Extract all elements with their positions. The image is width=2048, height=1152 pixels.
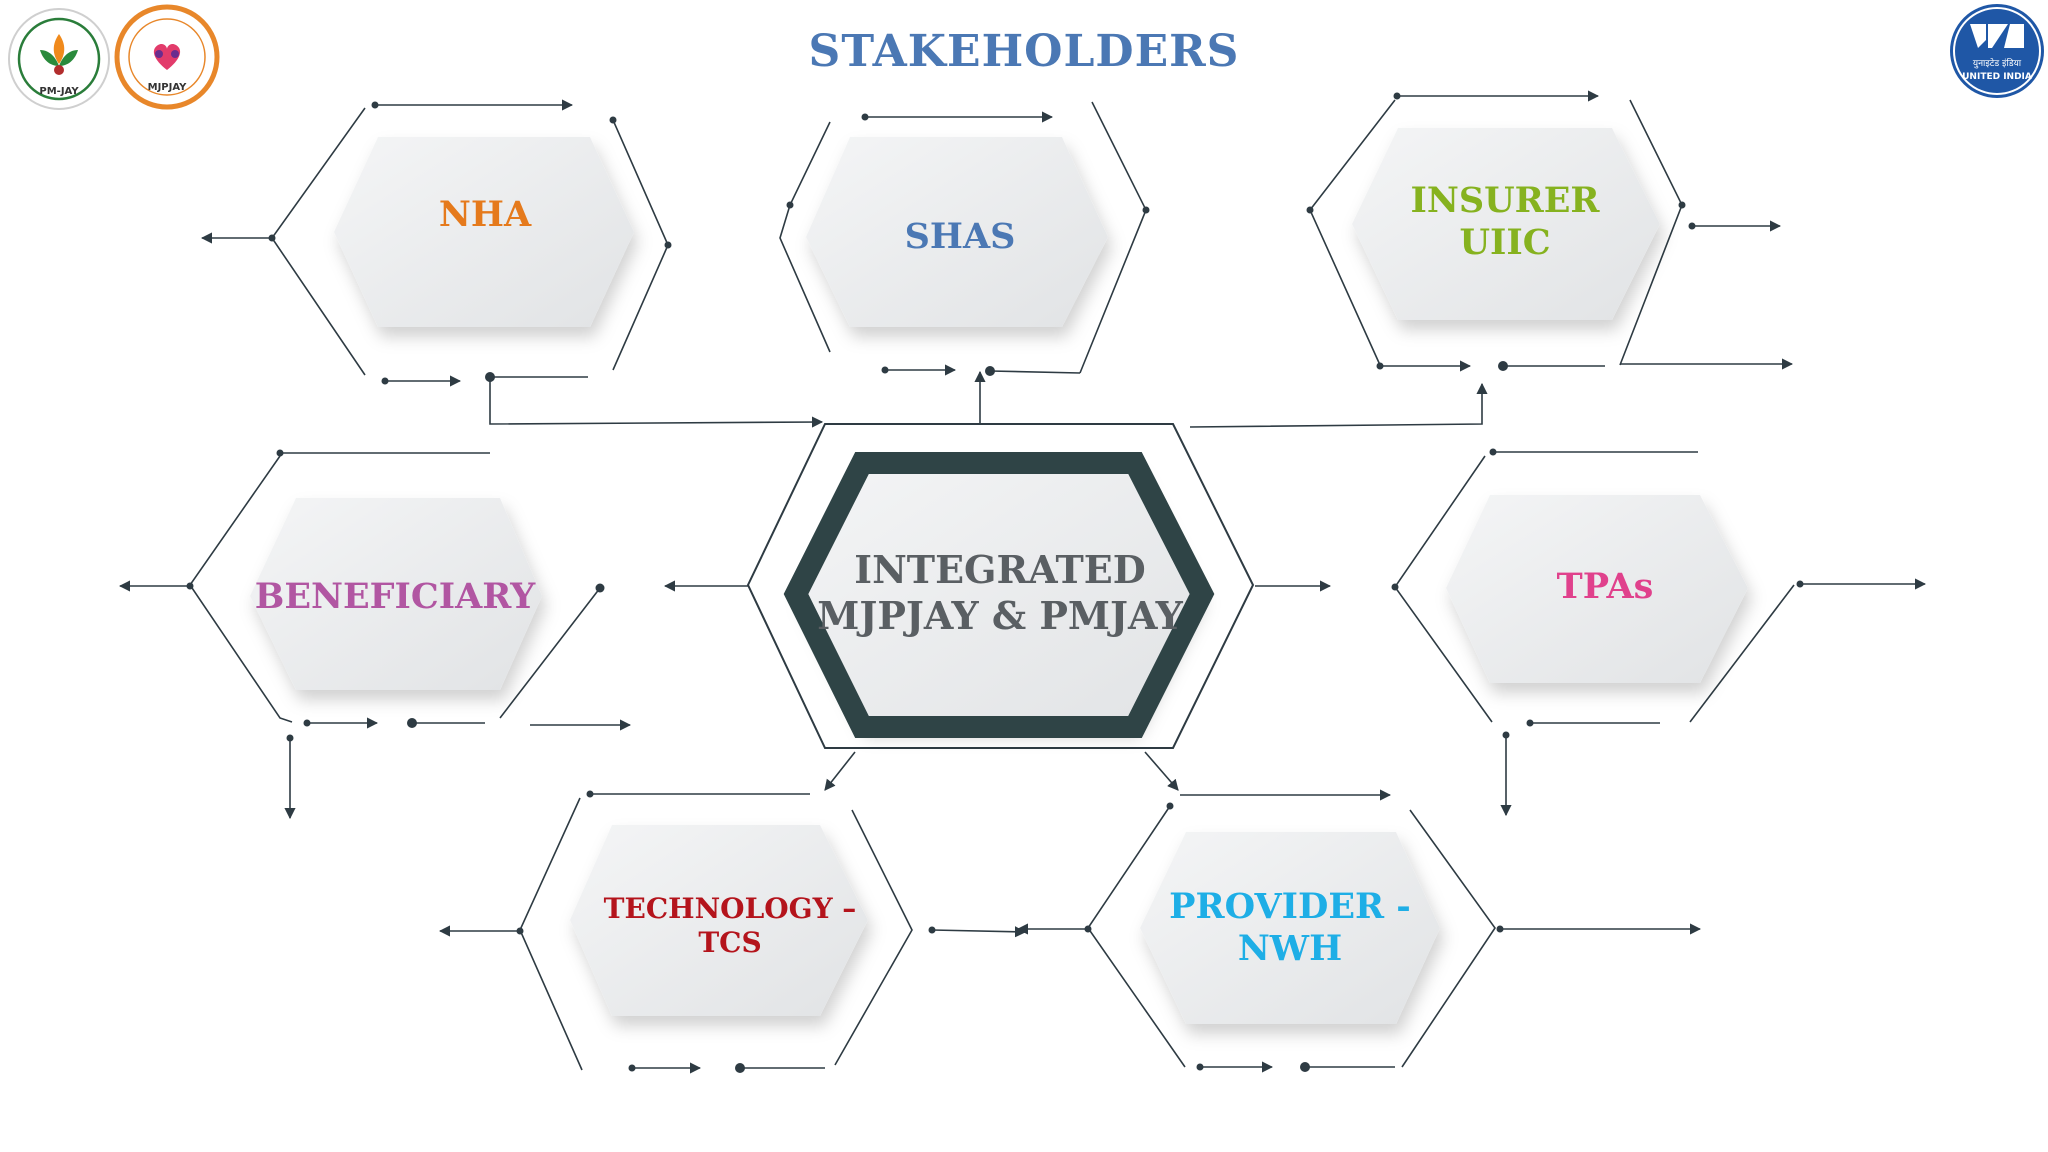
center-label: INTEGRATED MJPJAY & PMJAY bbox=[805, 538, 1195, 648]
hex-nha bbox=[334, 137, 634, 327]
technology-line1: TECHNOLOGY – bbox=[603, 892, 857, 926]
connector-center-technology bbox=[824, 751, 856, 791]
hex-beneficiary bbox=[250, 498, 542, 690]
connector-center-provider bbox=[1144, 751, 1179, 791]
stakeholder-hexagons bbox=[250, 128, 1748, 1024]
connector-dots bbox=[186, 92, 1804, 1073]
center-line2: MJPJAY & PMJAY bbox=[817, 593, 1183, 638]
united-india-logo: युनाइटेड इंडिया UNITED INDIA bbox=[1950, 4, 2044, 98]
provider-line2: NWH bbox=[1237, 928, 1343, 969]
mjpjay-logo: MJPJAY bbox=[114, 4, 220, 110]
label-technology: TECHNOLOGY – TCS bbox=[580, 884, 880, 968]
label-provider: PROVIDER - NWH bbox=[1150, 876, 1430, 980]
label-insurer: INSURER UIIC bbox=[1380, 172, 1630, 272]
pmjay-caption: PM-JAY bbox=[39, 86, 79, 97]
pmjay-logo: PM-JAY bbox=[8, 8, 110, 110]
center-hexagon bbox=[746, 423, 1255, 749]
technology-line2: TCS bbox=[698, 926, 762, 959]
label-beneficiary: BENEFICIARY bbox=[254, 576, 536, 617]
hex-shas bbox=[806, 137, 1108, 327]
connector-center-insurer bbox=[1189, 382, 1488, 428]
hex-technology bbox=[570, 825, 868, 1016]
label-nha: NHA bbox=[438, 194, 532, 235]
slide-title: STAKEHOLDERS bbox=[808, 26, 1240, 77]
connector-center-nha bbox=[489, 380, 824, 428]
label-shas: SHAS bbox=[904, 216, 1016, 257]
insurer-line1: INSURER bbox=[1410, 180, 1600, 221]
united-india-hindi: युनाइटेड इंडिया bbox=[1973, 57, 2022, 69]
hex-tpas bbox=[1446, 495, 1748, 683]
label-tpas: TPAs bbox=[1556, 566, 1654, 607]
provider-line1: PROVIDER - bbox=[1169, 886, 1411, 927]
hex-provider bbox=[1140, 832, 1440, 1024]
mjpjay-caption: MJPJAY bbox=[148, 82, 188, 93]
hex-insurer bbox=[1352, 128, 1660, 320]
united-india-english: UNITED INDIA bbox=[1962, 72, 2032, 82]
connector-lines bbox=[489, 370, 1488, 791]
insurer-line2: UIIC bbox=[1459, 222, 1551, 263]
center-line1: INTEGRATED bbox=[854, 547, 1146, 593]
